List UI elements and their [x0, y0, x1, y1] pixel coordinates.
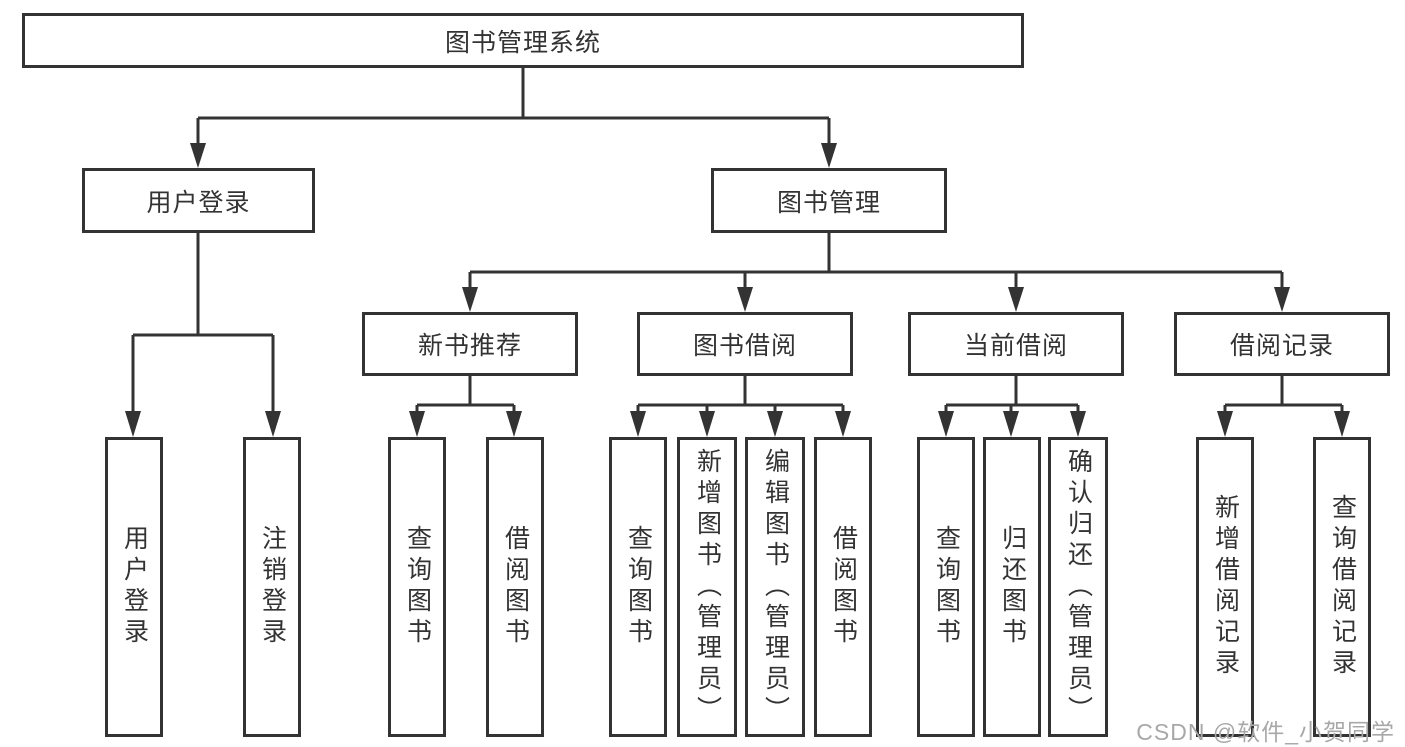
- node-root-system: 图书管理系统: [22, 13, 1024, 68]
- node-borrow-record: 借阅记录: [1174, 312, 1390, 376]
- leaf-label: 查询借阅记录: [1328, 494, 1357, 680]
- leaf-label: 借阅图书: [501, 525, 530, 649]
- node-book-borrow: 图书借阅: [637, 312, 853, 376]
- node-new-book-recommend: 新书推荐: [362, 312, 578, 376]
- leaf-borrow-books-recommend: 借阅图书: [486, 437, 544, 737]
- leaf-query-books-borrow: 查询图书: [609, 437, 667, 737]
- node-label: 新书推荐: [417, 332, 522, 360]
- leaf-query-borrow-record: 查询借阅记录: [1313, 437, 1371, 737]
- leaf-label: 新增借阅记录: [1211, 494, 1240, 680]
- node-label: 图书管理系统: [444, 28, 601, 57]
- leaf-edit-book-admin: 编辑图书（管理员）: [745, 437, 805, 737]
- node-label: 图书借阅: [692, 332, 797, 360]
- leaf-logout: 注销登录: [243, 437, 301, 737]
- leaf-label: 新增图书（管理员）: [693, 447, 722, 727]
- leaf-query-books-current: 查询图书: [917, 437, 975, 737]
- leaf-query-books-recommend: 查询图书: [388, 437, 446, 737]
- leaf-label: 确认归还（管理员）: [1064, 447, 1093, 727]
- leaf-label: 查询图书: [624, 525, 653, 649]
- leaf-borrow-books: 借阅图书: [814, 437, 872, 737]
- leaf-add-borrow-record: 新增借阅记录: [1196, 437, 1254, 737]
- node-current-borrow: 当前借阅: [908, 312, 1124, 376]
- node-label: 借阅记录: [1229, 332, 1334, 360]
- leaf-return-book: 归还图书: [983, 437, 1041, 737]
- leaf-label: 查询图书: [932, 525, 961, 649]
- leaf-label: 用户登录: [120, 525, 149, 649]
- leaf-label: 查询图书: [403, 525, 432, 649]
- leaf-label: 注销登录: [258, 525, 287, 649]
- leaf-user-login: 用户登录: [105, 437, 163, 737]
- leaf-label: 借阅图书: [829, 525, 858, 649]
- csdn-watermark: CSDN @软件_小贺同学: [1136, 719, 1395, 745]
- node-label: 当前借阅: [963, 332, 1068, 360]
- node-label: 用户登录: [146, 188, 251, 217]
- leaf-label: 归还图书: [998, 525, 1027, 649]
- leaf-label: 编辑图书（管理员）: [761, 447, 790, 727]
- node-label: 图书管理: [776, 188, 881, 217]
- node-user-login: 用户登录: [82, 168, 315, 233]
- leaf-confirm-return-admin: 确认归还（管理员）: [1048, 437, 1108, 737]
- leaf-add-book-admin: 新增图书（管理员）: [677, 437, 737, 737]
- node-book-management: 图书管理: [711, 168, 947, 233]
